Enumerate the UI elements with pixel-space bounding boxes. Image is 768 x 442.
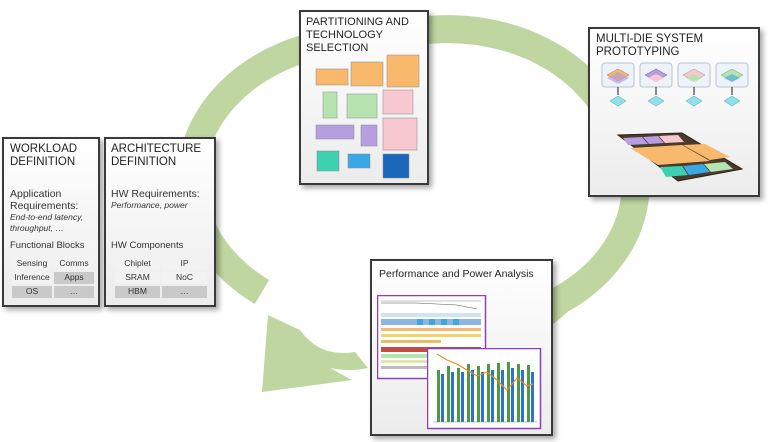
hw-requirements-detail: Performance, power (111, 200, 188, 210)
component-ellipsis: … (162, 286, 207, 298)
block-ellipsis: … (54, 286, 94, 298)
workload-definition-card: WORKLOAD DEFINITION Application Requirem… (2, 137, 100, 307)
hw-requirements-label: HW Requirements: (111, 188, 200, 200)
multi-die-illustration (601, 62, 749, 182)
partitioning-card: PARTITIONING AND TECHNOLOGY SELECTION (299, 10, 429, 185)
component-hbm: HBM (115, 286, 160, 298)
functional-blocks-grid: Sensing Comms Inference Apps OS … (12, 258, 94, 298)
analysis-title: Performance and Power Analysis (379, 268, 534, 280)
component-noc: NoC (162, 272, 207, 284)
functional-blocks-label: Functional Blocks (10, 240, 85, 251)
prototyping-title: MULTI-DIE SYSTEM PROTOTYPING (596, 33, 704, 58)
architecture-title: ARCHITECTURE DEFINITION (111, 143, 202, 168)
component-sram: SRAM (115, 272, 160, 284)
block-inference: Inference (12, 272, 52, 284)
hw-components-label: HW Components (111, 240, 184, 251)
prototyping-card: MULTI-DIE SYSTEM PROTOTYPING (588, 27, 760, 197)
analysis-card: Performance and Power Analysis (370, 259, 553, 436)
partitioning-title: PARTITIONING AND TECHNOLOGY SELECTION (306, 16, 409, 54)
block-os: OS (12, 286, 52, 298)
power-bar-chart (427, 348, 542, 430)
hw-components-grid: Chiplet IP SRAM NoC HBM … (115, 258, 207, 298)
architecture-definition-card: ARCHITECTURE DEFINITION HW Requirements:… (104, 137, 216, 307)
application-requirements-label: Application Requirements: (10, 188, 79, 212)
partition-blocks (315, 54, 420, 179)
component-ip: IP (162, 258, 207, 270)
component-chiplet: Chiplet (115, 258, 160, 270)
block-apps: Apps (54, 272, 94, 284)
application-requirements-detail: End-to-end latency, throughput, … (10, 212, 84, 233)
block-sensing: Sensing (12, 258, 52, 270)
block-comms: Comms (54, 258, 94, 270)
workload-title: WORKLOAD DEFINITION (10, 143, 78, 168)
